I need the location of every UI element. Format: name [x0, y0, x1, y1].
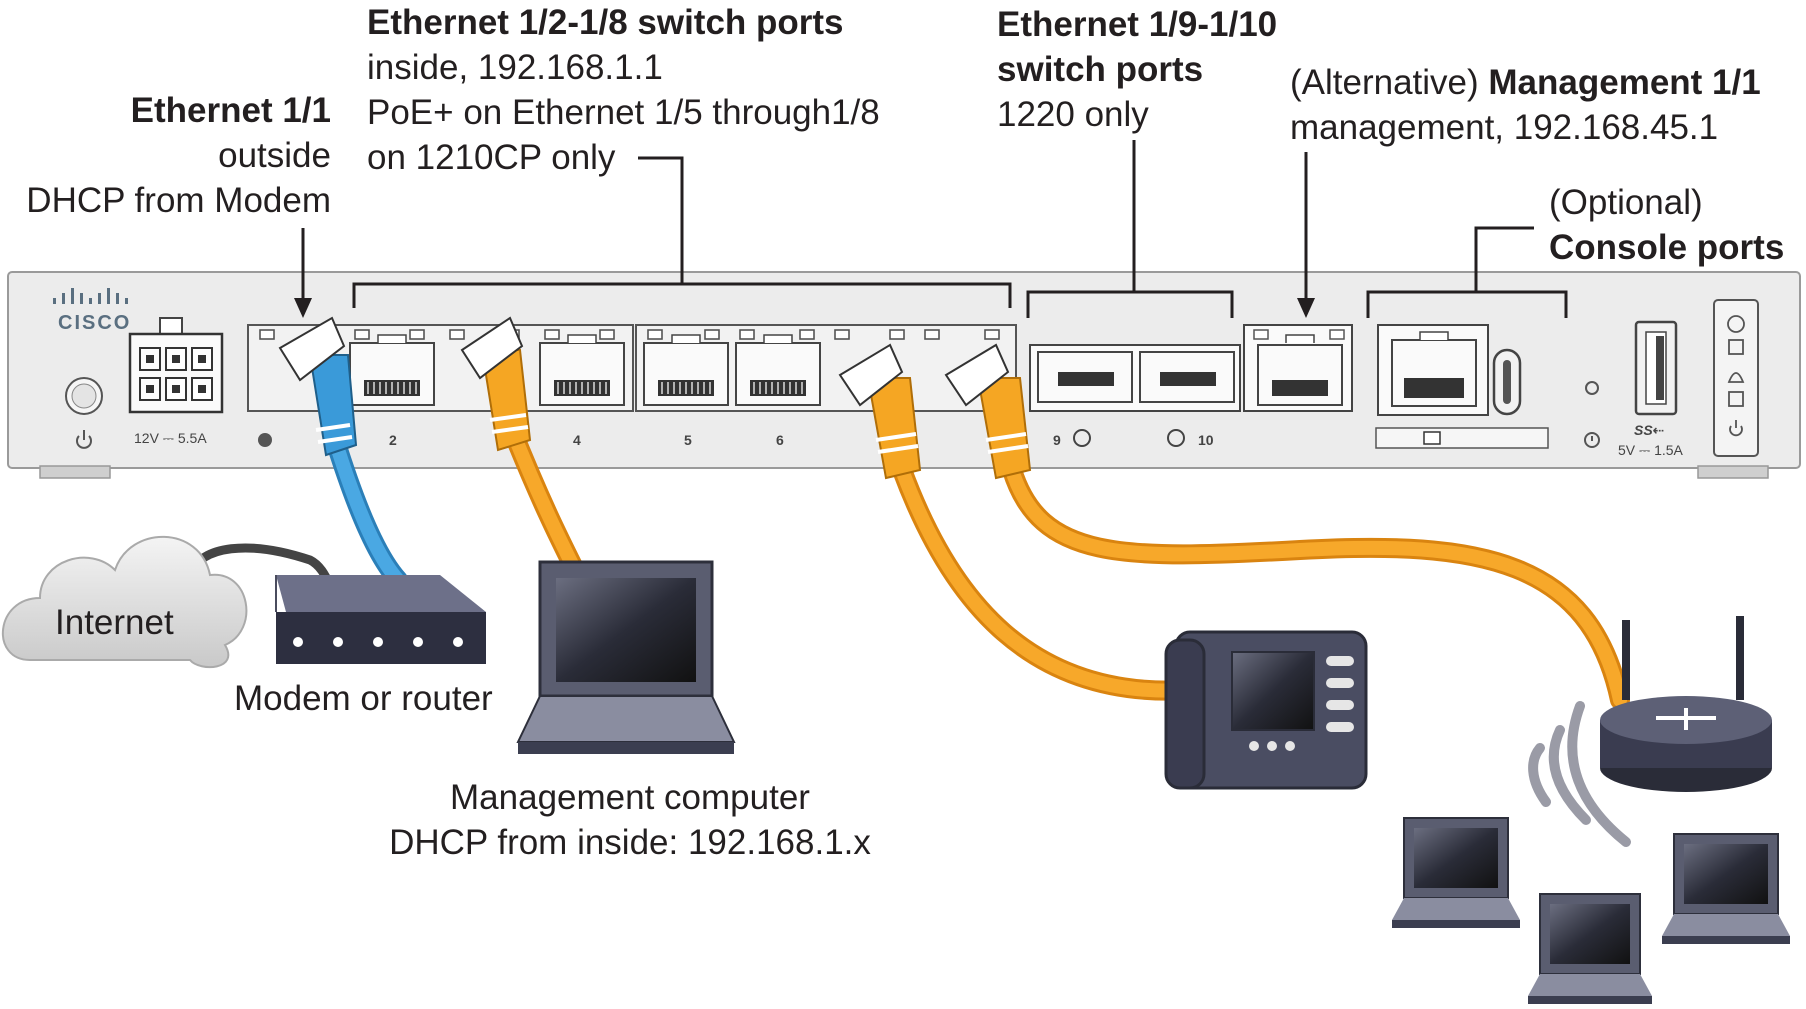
label-line: management, 192.168.45.1: [1290, 108, 1719, 147]
power-connector: [128, 317, 224, 414]
console-port-rj45: [1377, 324, 1489, 416]
power-rating-label: 12V ⎓ 5.5A: [134, 430, 207, 446]
cable-connector-orange-2: [838, 343, 922, 480]
port-number-2: 2: [389, 432, 397, 448]
wireless-laptop-icon-1: [1392, 817, 1520, 928]
label-line: (Optional): [1549, 183, 1703, 222]
label-title: Ethernet 1/9-1/10: [997, 5, 1278, 44]
label-line: PoE+ on Ethernet 1/5 through1/8: [367, 93, 880, 132]
console-icon: [1423, 431, 1441, 445]
console-port-usbc: [1492, 348, 1522, 416]
label-line: outside: [218, 136, 331, 175]
wireless-router-icon: [1600, 616, 1772, 792]
label-title: Ethernet 1/2-1/8 switch ports: [367, 3, 844, 42]
label-title: Ethernet 1/1: [130, 91, 331, 130]
brand-label: CISCO: [58, 312, 132, 334]
label-ethernet-1-9-1-10: Ethernet 1/9-1/10 switch ports 1220 only: [997, 2, 1277, 137]
ip-phone-icon: [1164, 630, 1368, 790]
management-laptop-icon: [516, 560, 736, 754]
label-management-computer: Management computer DHCP from inside: 19…: [372, 775, 888, 865]
label-title: Management 1/1: [1488, 63, 1761, 102]
callout-lines: [301, 140, 1568, 318]
label-line: Internet: [55, 603, 174, 642]
label-modem: Modem or router: [234, 676, 493, 721]
cable-connector-orange-3: [944, 343, 1032, 480]
arrowheads: [294, 298, 1315, 318]
label-internet: Internet: [55, 600, 174, 645]
label-line: DHCP from Modem: [26, 181, 331, 220]
status-icon: [258, 433, 272, 447]
reset-icon: [1584, 432, 1600, 448]
internet-cloud-icon: [1, 535, 248, 669]
label-line: 1220 only: [997, 95, 1149, 134]
status-led-panel: [1713, 299, 1759, 457]
power-button: [65, 377, 103, 415]
label-console: (Optional) Console ports: [1549, 180, 1784, 270]
reset-button: [1585, 381, 1599, 395]
wireless-laptop-icon-2: [1528, 893, 1652, 1004]
label-ethernet-1-2-1-8: Ethernet 1/2-1/8 switch ports inside, 19…: [367, 0, 880, 180]
label-line: Management computer: [450, 778, 810, 817]
label-title: Console ports: [1549, 228, 1785, 267]
port-number-10: 10: [1198, 432, 1214, 448]
label-management: (Alternative) Management 1/1 management,…: [1290, 60, 1761, 150]
cisco-logo-icon: [53, 288, 128, 304]
usb-icon: SS⇠: [1634, 422, 1665, 438]
usb-rating-label: 5V ⎓ 1.5A: [1618, 442, 1683, 458]
port-number-6: 6: [776, 432, 784, 448]
label-line: DHCP from inside: 192.168.1.x: [389, 823, 871, 862]
power-icon: [76, 430, 92, 449]
port-number-4: 4: [573, 432, 581, 448]
cable-connector-orange-1: [460, 316, 532, 452]
cables: [185, 420, 1630, 710]
wireless-laptop-icon-3: [1662, 833, 1790, 944]
usb-port: [1634, 320, 1678, 416]
label-title: switch ports: [997, 50, 1204, 89]
label-line: inside, 192.168.1.1: [367, 48, 663, 87]
label-line: on 1210CP only: [367, 138, 616, 177]
label-prefix: (Alternative): [1290, 63, 1489, 102]
port-number-9: 9: [1053, 432, 1061, 448]
modem-icon: [275, 575, 486, 664]
wifi-icon: [1528, 701, 1631, 847]
port-number-5: 5: [684, 432, 692, 448]
label-line: Modem or router: [234, 679, 493, 718]
cable-connector-blue: [278, 316, 358, 457]
label-ethernet-1-1: Ethernet 1/1 outside DHCP from Modem: [26, 88, 331, 223]
